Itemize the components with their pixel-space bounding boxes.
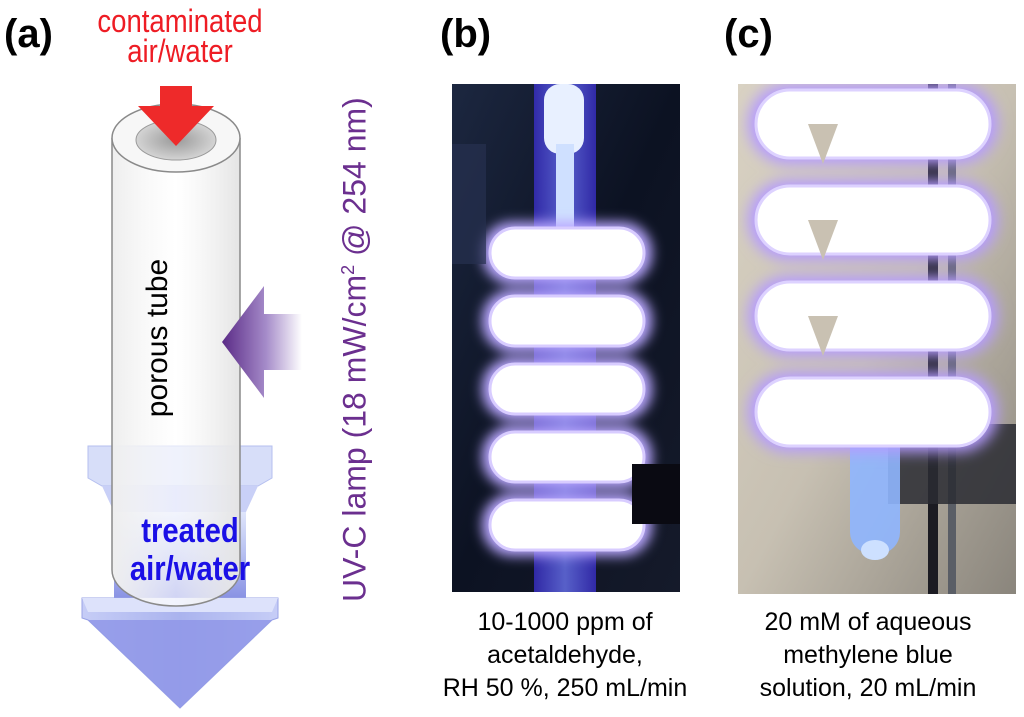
tube-label: porous tube — [141, 258, 174, 418]
uv-arrow-icon — [222, 286, 302, 398]
lamp-label-tail: @ 254 nm) — [336, 97, 373, 265]
lamp-label-main: UV-C lamp (18 mW/cm — [336, 274, 373, 602]
caption-c-line1: 20 mM of aqueous — [764, 608, 972, 636]
outlet-label-line1: treated — [141, 512, 239, 550]
panel-b-label: (b) — [440, 12, 492, 56]
outlet-label: treated air/water — [87, 512, 293, 588]
panel-c-label: (c) — [724, 12, 773, 56]
inlet-label-line2: air/water — [127, 33, 233, 69]
photo-gas-reactor — [452, 84, 680, 592]
outlet-label-line2: air/water — [129, 550, 251, 588]
inlet-label-line1: contaminated — [97, 3, 263, 39]
caption-b-line1: 10-1000 ppm of — [477, 608, 653, 636]
inlet-label: contaminated air/water — [77, 3, 283, 69]
inlet-arrow-icon — [138, 86, 214, 146]
caption-b-line3: RH 50 %, 250 mL/min — [442, 674, 688, 702]
caption-b-line2: acetaldehyde, — [487, 641, 643, 669]
caption-c-line3: solution, 20 mL/min — [759, 674, 977, 702]
photo-water-reactor — [738, 84, 1016, 594]
caption-c: 20 mM of aqueous methylene blue solution… — [712, 606, 1024, 705]
caption-c-line2: methylene blue — [783, 641, 953, 669]
panel-a-label: (a) — [4, 12, 53, 56]
lamp-label: UV-C lamp (18 mW/cm2 @ 254 nm) — [326, 97, 373, 602]
caption-b: 10-1000 ppm of acetaldehyde, RH 50 %, 25… — [400, 606, 730, 705]
lamp-label-sup: 2 — [338, 264, 358, 275]
